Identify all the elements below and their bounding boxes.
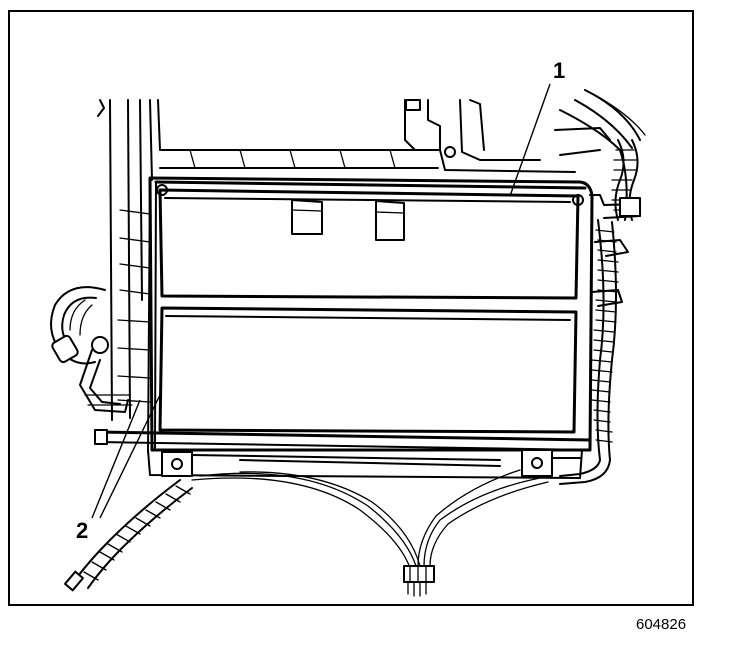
right-harness [559,194,641,485]
figure-id: 604826 [636,616,686,633]
background-structure [97,89,646,421]
lower-housing [147,449,583,479]
callout-1-label: 1 [553,58,565,83]
callout-2-label: 2 [76,518,88,543]
callout-1-leader [509,83,551,197]
figure-frame [8,10,694,606]
blower-motor [50,286,133,413]
callout-2-leader [91,394,161,519]
filter-cartridge [94,176,594,453]
bottom-wiring [64,469,549,597]
